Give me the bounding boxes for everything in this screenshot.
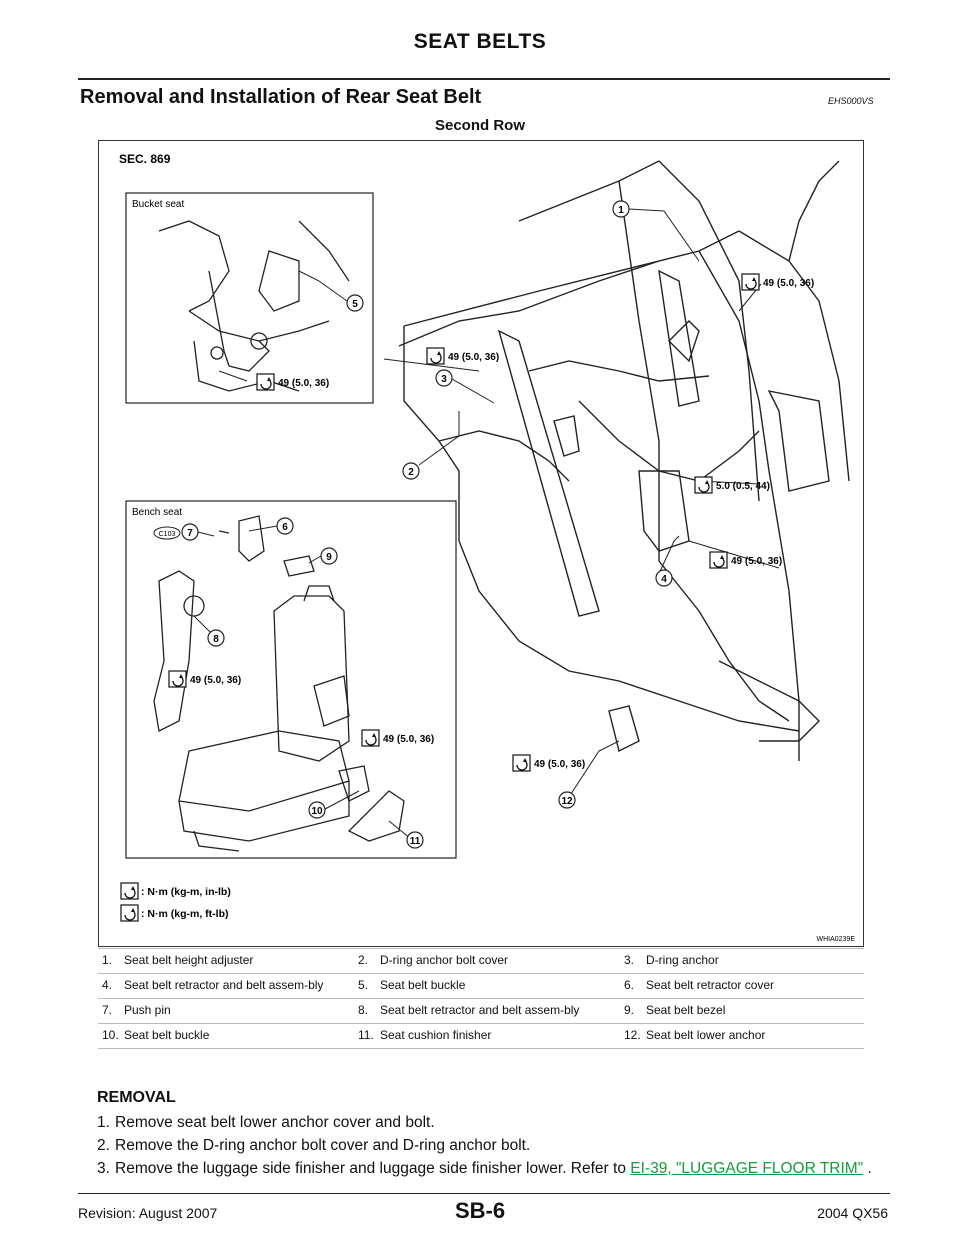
legend-ftlb: : N·m (kg-m, ft-lb) — [141, 908, 228, 920]
callout-3: 3 — [435, 369, 453, 387]
svg-text:11: 11 — [410, 836, 421, 847]
svg-text:3: 3 — [441, 374, 447, 385]
torque-specs: 49 (5.0, 36) 49 (5.0, 36) 49 (5.0, 36) 5… — [168, 273, 814, 772]
torque-spec-lower-anchor: 49 (5.0, 36) — [512, 754, 585, 772]
footer-page-number: SB-6 — [454, 1198, 506, 1223]
callout-8: 8 — [207, 629, 225, 647]
torque-spec-retractor: 49 (5.0, 36) — [709, 551, 782, 569]
torque-legend: : N·m (kg-m, in-lb) : N·m (kg-m, ft-lb) — [120, 882, 231, 922]
seat-belt-diagram: SEC. 869 Bucket — [98, 140, 864, 947]
callout-4: 4 — [655, 569, 673, 587]
vehicle-body-illustration — [398, 160, 850, 761]
svg-text:6: 6 — [282, 522, 288, 533]
list-item: 3.Remove the luggage side finisher and l… — [97, 1160, 872, 1177]
figure-id: WHIA0239E — [816, 936, 855, 943]
callout-9: 9 — [320, 547, 338, 565]
section-title: Removal and Installation of Rear Seat Be… — [80, 86, 482, 108]
callout-12: 12 — [558, 791, 576, 809]
sec-label: SEC. 869 — [119, 152, 171, 166]
svg-text:12: 12 — [561, 796, 573, 807]
table-row: 4.Seat belt retractor and belt assem-bly… — [98, 973, 864, 999]
svg-text:49 (5.0, 36): 49 (5.0, 36) — [190, 675, 241, 686]
torque-spec-dring: 49 (5.0, 36) — [426, 347, 499, 365]
list-item: 1.Remove seat belt lower anchor cover an… — [97, 1114, 435, 1131]
removal-heading: REMOVAL — [97, 1089, 176, 1106]
bucket-seat-inset: Bucket seat — [125, 192, 374, 404]
svg-text:49 (5.0, 36): 49 (5.0, 36) — [278, 378, 329, 389]
callout-1: 1 — [612, 200, 630, 218]
removal-steps: 1.Remove seat belt lower anchor cover an… — [97, 1111, 887, 1180]
table-row: 7.Push pin 8.Seat belt retractor and bel… — [98, 998, 864, 1024]
callout-2: 2 — [402, 462, 420, 480]
svg-text:8: 8 — [213, 634, 219, 645]
torque-spec-retractor-inlb: 5.0 (0.5, 44) — [694, 476, 770, 494]
svg-text:2: 2 — [408, 467, 414, 478]
bucket-seat-label: Bucket seat — [132, 199, 184, 210]
diagram-svg: SEC. 869 Bucket — [119, 152, 855, 943]
legend-inlb: : N·m (kg-m, in-lb) — [141, 886, 231, 898]
callout-markers: 1 2 3 4 5 6 7 8 9 10 11 12 — [181, 200, 673, 849]
page-header-title: SEAT BELTS — [413, 30, 547, 53]
svg-text:10: 10 — [311, 806, 323, 817]
svg-text:1: 1 — [618, 205, 624, 216]
svg-text:49 (5.0, 36): 49 (5.0, 36) — [534, 759, 585, 770]
footer-revision: Revision: August 2007 — [78, 1205, 218, 1221]
parts-legend-table: 1.Seat belt height adjuster 2.D-ring anc… — [98, 948, 864, 1049]
footer-rule — [78, 1193, 890, 1194]
svg-text:49 (5.0, 36): 49 (5.0, 36) — [763, 278, 814, 289]
header-rule — [78, 78, 890, 80]
callout-7: 7 — [181, 523, 199, 541]
svg-text:4: 4 — [661, 574, 667, 585]
callout-11: 11 — [406, 831, 424, 849]
table-row: 1.Seat belt height adjuster 2.D-ring anc… — [98, 948, 864, 974]
svg-text:7: 7 — [187, 528, 193, 539]
svg-text:49 (5.0, 36): 49 (5.0, 36) — [448, 352, 499, 363]
figure-subtitle: Second Row — [434, 117, 525, 134]
callout-10: 10 — [308, 801, 326, 819]
list-item: 2.Remove the D-ring anchor bolt cover an… — [97, 1137, 531, 1154]
svg-text:49 (5.0, 36): 49 (5.0, 36) — [731, 556, 782, 567]
luggage-floor-trim-link[interactable]: EI-39, "LUGGAGE FLOOR TRIM" — [630, 1160, 864, 1177]
bench-seat-label: Bench seat — [132, 507, 182, 518]
svg-text:C103: C103 — [159, 531, 176, 538]
torque-spec-upper: 49 (5.0, 36) — [741, 273, 814, 291]
footer-model: 2004 QX56 — [817, 1205, 888, 1221]
callout-6: 6 — [276, 517, 294, 535]
torque-spec-bench-right: 49 (5.0, 36) — [361, 729, 434, 747]
section-code: EHS000VS — [828, 96, 874, 106]
svg-text:5.0 (0.5, 44): 5.0 (0.5, 44) — [716, 481, 770, 492]
table-row: 10.Seat belt buckle 11.Seat cushion fini… — [98, 1023, 864, 1049]
svg-text:5: 5 — [352, 299, 358, 310]
torque-spec-bench-left: 49 (5.0, 36) — [168, 670, 241, 688]
torque-spec-bucket: 49 (5.0, 36) — [256, 373, 329, 391]
svg-text:49 (5.0, 36): 49 (5.0, 36) — [383, 734, 434, 745]
connector-label: C103 — [153, 526, 181, 540]
callout-5: 5 — [346, 294, 364, 312]
svg-text:9: 9 — [326, 552, 332, 563]
